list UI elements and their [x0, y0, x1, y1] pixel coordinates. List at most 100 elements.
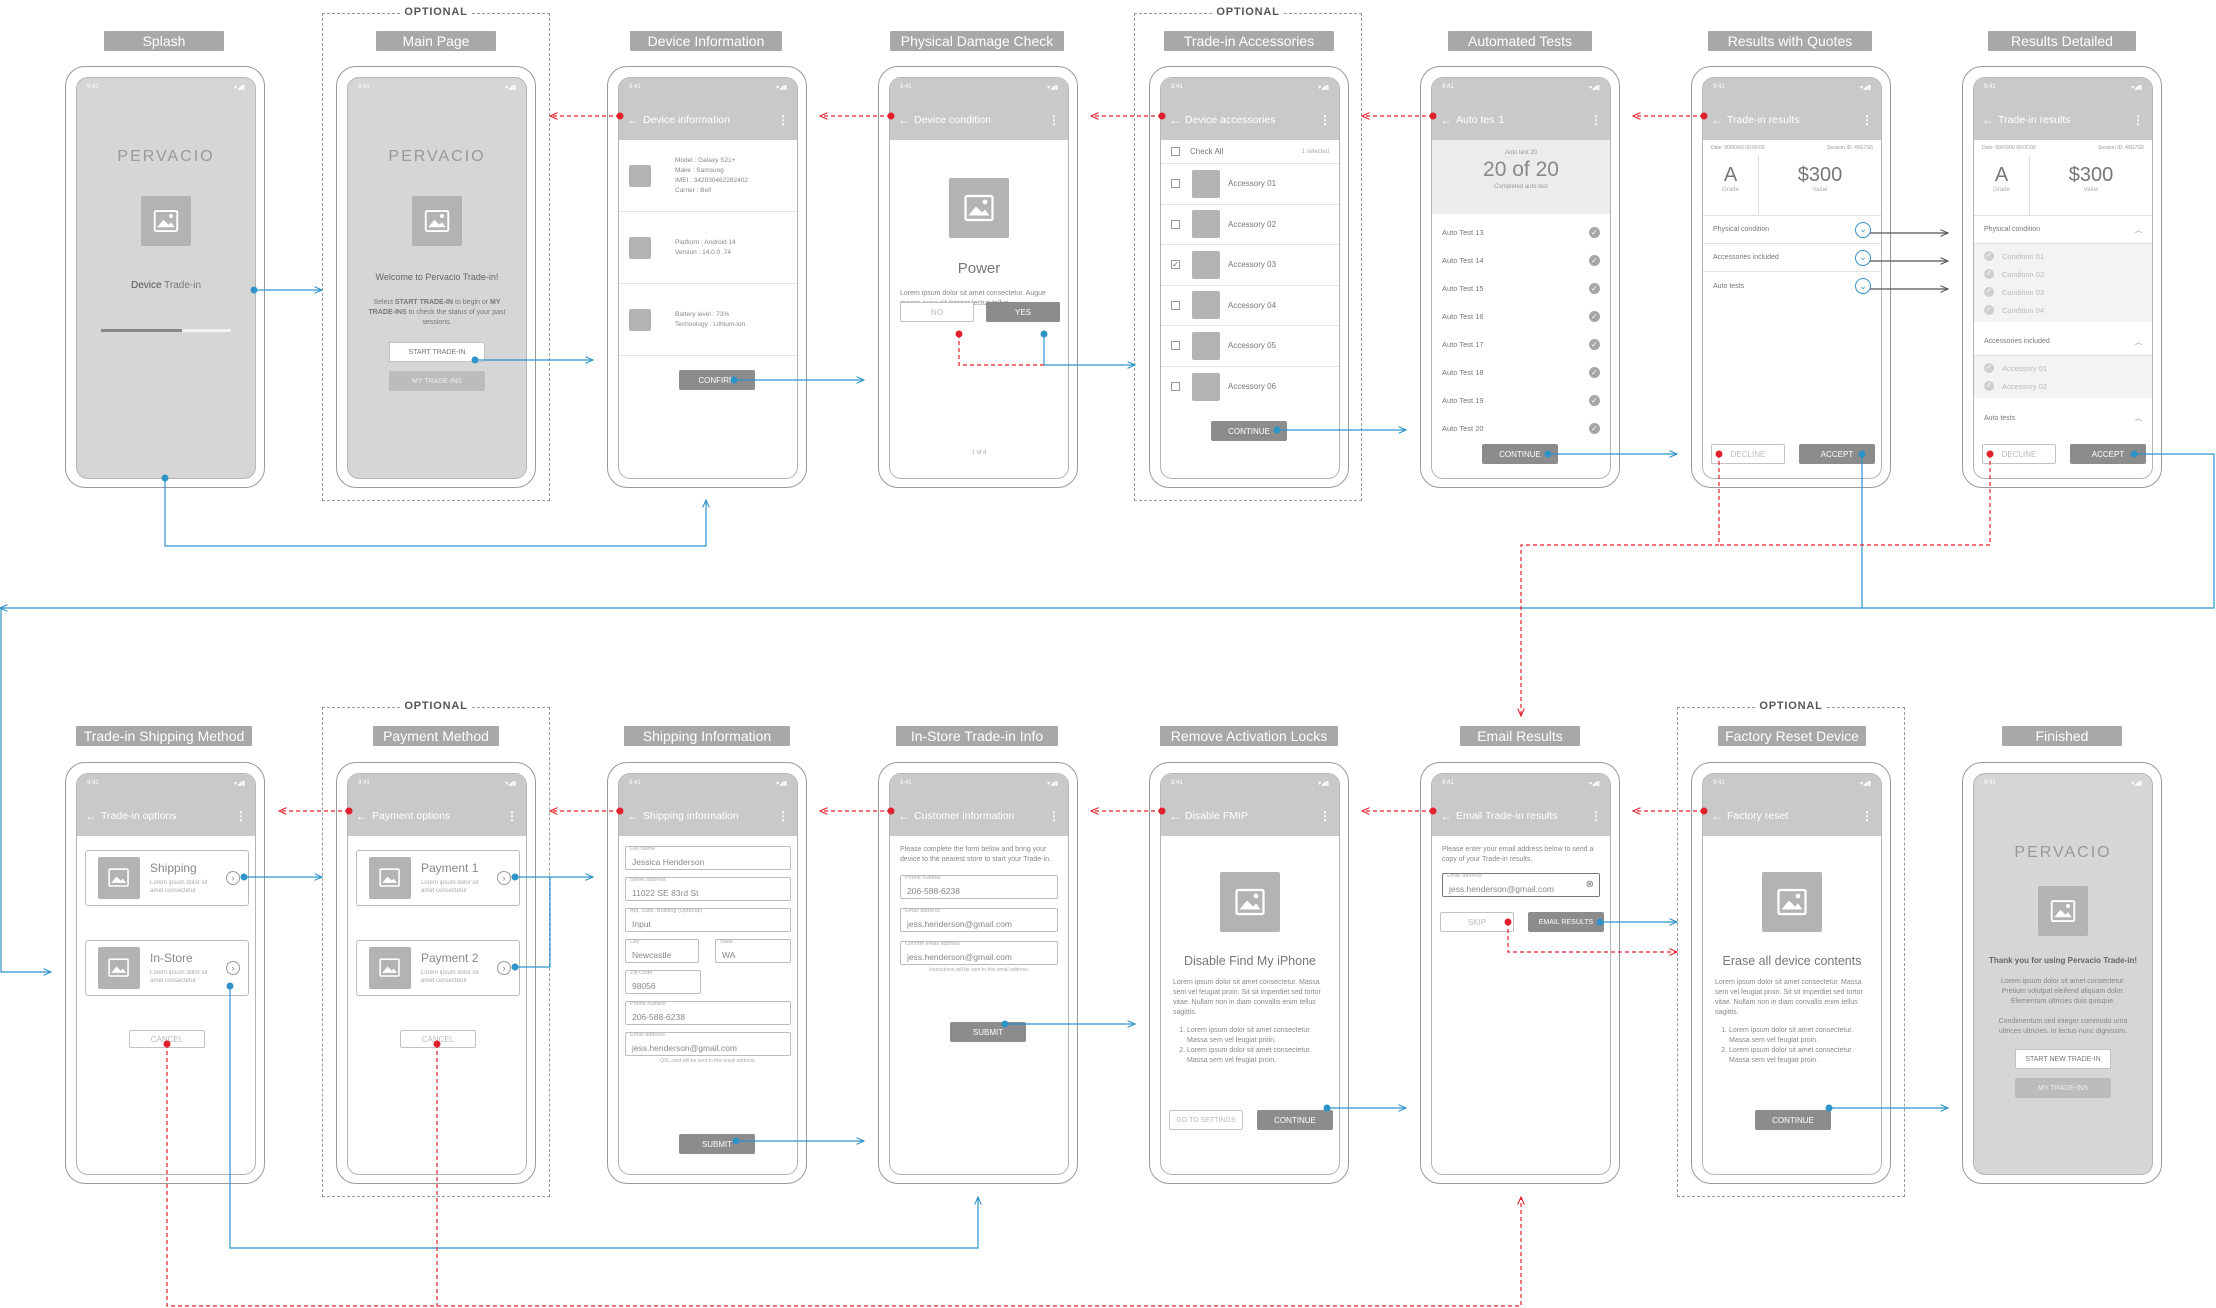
- checkbox[interactable]: [1171, 341, 1180, 351]
- back-arrow-icon[interactable]: ←: [1711, 113, 1723, 127]
- more-menu-icon[interactable]: ⋮: [1590, 809, 1602, 823]
- continue-button[interactable]: CONTINUE: [1482, 444, 1558, 464]
- go-to-settings-button[interactable]: GO TO SETTINGS: [1169, 1110, 1243, 1130]
- submit-button[interactable]: SUBMIT: [679, 1134, 755, 1154]
- my-trade-ins-button[interactable]: MY TRADE-INS: [389, 371, 485, 391]
- yes-button[interactable]: YES: [986, 302, 1060, 322]
- chevron-up-icon[interactable]: ︿: [2135, 226, 2142, 234]
- confirm-button[interactable]: CONFIRM: [679, 370, 755, 390]
- accept-button[interactable]: ACCEPT: [1799, 444, 1875, 464]
- more-menu-icon[interactable]: ⋮: [1319, 113, 1331, 127]
- chevron-down-icon[interactable]: ⌄: [1855, 221, 1871, 238]
- no-button[interactable]: NO: [900, 302, 974, 322]
- section-accessories[interactable]: Accessories included︿: [1974, 328, 2152, 356]
- start-new-trade-in-button[interactable]: START NEW TRADE-IN: [2015, 1049, 2111, 1069]
- back-arrow-icon[interactable]: ←: [1711, 809, 1723, 823]
- email-results-button[interactable]: EMAIL RESULTS: [1528, 912, 1604, 932]
- start-trade-in-button[interactable]: START TRADE-IN: [389, 342, 485, 362]
- more-menu-icon[interactable]: ⋮: [1590, 113, 1602, 127]
- back-arrow-icon[interactable]: ←: [1440, 809, 1452, 823]
- list-item[interactable]: Accessory 06: [1161, 367, 1339, 408]
- accept-button[interactable]: ACCEPT: [2070, 444, 2146, 464]
- app-bar: ←Trade-in results⋮: [1974, 100, 2152, 140]
- image-placeholder-icon: [949, 178, 1009, 238]
- more-menu-icon[interactable]: ⋮: [235, 809, 247, 823]
- section-physical[interactable]: Physical condition︿: [1974, 216, 2152, 244]
- more-menu-icon[interactable]: ⋮: [777, 113, 789, 127]
- decline-button[interactable]: DECLINE: [1711, 444, 1785, 464]
- more-menu-icon[interactable]: ⋮: [1319, 809, 1331, 823]
- more-menu-icon[interactable]: ⋮: [777, 809, 789, 823]
- chevron-right-icon[interactable]: ›: [226, 961, 240, 975]
- back-arrow-icon[interactable]: ←: [356, 809, 368, 823]
- skip-button[interactable]: SKIP: [1440, 912, 1514, 932]
- back-arrow-icon[interactable]: ←: [1169, 113, 1181, 127]
- chevron-right-icon[interactable]: ›: [497, 961, 511, 975]
- back-arrow-icon[interactable]: ←: [627, 809, 639, 823]
- back-arrow-icon[interactable]: ←: [898, 113, 910, 127]
- checkbox[interactable]: [1171, 179, 1180, 189]
- checkbox[interactable]: [1171, 219, 1180, 229]
- cancel-button[interactable]: CANCEL: [129, 1030, 205, 1048]
- back-arrow-icon[interactable]: ←: [898, 809, 910, 823]
- checkbox-checked[interactable]: ✓: [1171, 260, 1180, 270]
- list-item[interactable]: Accessory 04: [1161, 286, 1339, 326]
- submit-button[interactable]: SUBMIT: [950, 1022, 1026, 1042]
- continue-button[interactable]: CONTINUE: [1211, 421, 1287, 441]
- checkbox[interactable]: [1171, 382, 1180, 392]
- my-trade-ins-button[interactable]: MY TRADE-INS: [2015, 1078, 2111, 1098]
- cancel-button[interactable]: CANCEL: [400, 1030, 476, 1048]
- phone-quotes: 9:41▾◢▮ ←Trade-in results⋮ Date: 00/00/0…: [1691, 66, 1891, 488]
- chevron-right-icon[interactable]: ›: [226, 871, 240, 885]
- chevron-right-icon[interactable]: ›: [497, 871, 511, 885]
- continue-button[interactable]: CONTINUE: [1257, 1110, 1333, 1130]
- checkbox[interactable]: [1171, 147, 1180, 156]
- list-item[interactable]: ✓Accessory 03: [1161, 245, 1339, 286]
- list-item[interactable]: Accessory 02: [1161, 205, 1339, 245]
- back-arrow-icon[interactable]: ←: [1169, 809, 1181, 823]
- app-bar: ←Device information⋮: [619, 100, 797, 140]
- more-menu-icon[interactable]: ⋮: [506, 809, 518, 823]
- back-arrow-icon[interactable]: ←: [627, 113, 639, 127]
- list-item[interactable]: Accessory 01: [1161, 164, 1339, 205]
- back-arrow-icon[interactable]: ←: [1440, 113, 1452, 127]
- clear-icon[interactable]: ⊗: [1585, 879, 1594, 890]
- chevron-down-icon[interactable]: ⌄: [1855, 278, 1871, 294]
- result-row-accessories[interactable]: Accessories included⌄: [1703, 244, 1881, 272]
- continue-button[interactable]: CONTINUE: [1755, 1110, 1831, 1130]
- apt-field[interactable]: Apt, Suite, Building (Optional)Input: [625, 908, 791, 932]
- more-menu-icon[interactable]: ⋮: [1048, 809, 1060, 823]
- list-item[interactable]: Accessory 05: [1161, 326, 1339, 367]
- chevron-down-icon[interactable]: ⌄: [1855, 249, 1871, 266]
- more-menu-icon[interactable]: ⋮: [1861, 809, 1873, 823]
- chevron-up-icon[interactable]: ︿: [2135, 338, 2142, 346]
- result-row-auto-tests[interactable]: Auto tests⌄: [1703, 272, 1881, 300]
- more-menu-icon[interactable]: ⋮: [1861, 113, 1873, 127]
- back-arrow-icon[interactable]: ←: [85, 809, 97, 823]
- result-row-physical[interactable]: Physical condition⌄: [1703, 216, 1881, 244]
- back-arrow-icon[interactable]: ←: [1982, 113, 1994, 127]
- more-menu-icon[interactable]: ⋮: [1048, 113, 1060, 127]
- section-auto-tests[interactable]: Auto tests︿: [1984, 414, 2142, 423]
- more-menu-icon[interactable]: ⋮: [2132, 113, 2144, 127]
- chevron-up-icon[interactable]: ︿: [2135, 415, 2142, 422]
- decline-button[interactable]: DECLINE: [1982, 444, 2056, 464]
- checkbox[interactable]: [1171, 300, 1180, 310]
